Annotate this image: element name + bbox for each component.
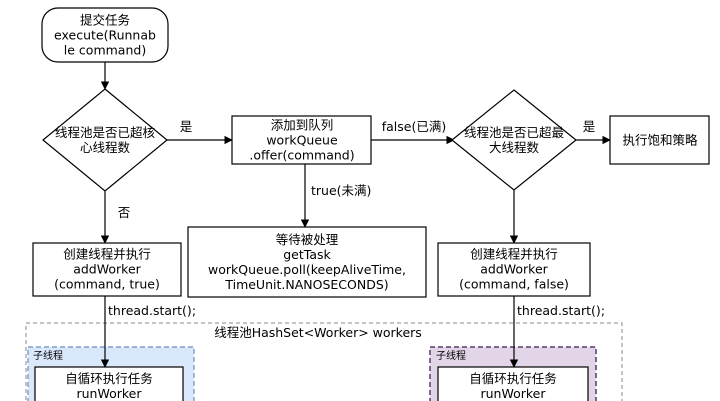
thread-pool-title: 线程池HashSet<Worker> workers [214, 325, 422, 340]
node-text-line: (command, true) [54, 277, 160, 292]
node-text-line: 线程池是否已超核 [55, 125, 156, 140]
node-text-line: 添加到队列 [271, 118, 334, 133]
node-reject-text: 执行饱和策略 [622, 133, 698, 148]
node-text-line: workQueue [266, 133, 338, 148]
node-check-core: 线程池是否已超核心线程数 [42, 88, 168, 192]
node-text-line: .offer(command) [249, 148, 354, 163]
node-check-max: 线程池是否已超最大线程数 [451, 89, 577, 191]
node-text-line: 提交任务 [80, 13, 130, 28]
label-core-no: 否 [118, 205, 131, 220]
node-text-line: getTask [283, 247, 331, 262]
node-text-line: addWorker [480, 262, 548, 277]
label-start-right: thread.start(); [517, 303, 605, 318]
node-text-line: (command, false) [459, 277, 569, 292]
node-text-line: workQueue.poll(keepAliveTime, [208, 262, 406, 277]
sub-thread-left-tag: 子线程 [33, 349, 63, 362]
node-text-line: TimeUnit.NANOSECONDS) [224, 277, 388, 292]
node-text-line: runWorker [480, 386, 546, 401]
label-start-left: thread.start(); [108, 303, 196, 318]
node-text-line: le command) [64, 43, 146, 58]
node-text-line: addWorker [73, 262, 141, 277]
edge-labels: 是 否 false(已满) true(未满) 是 thread.start();… [108, 119, 605, 318]
node-reject: 执行饱和策略 [609, 115, 710, 165]
node-text-line: 等待被处理 [276, 232, 339, 247]
edges [100, 62, 611, 368]
node-check-max-text: 线程池是否已超最大线程数 [464, 125, 565, 155]
node-text-line: 自循环执行任务 [65, 371, 153, 386]
node-text-line: 自循环执行任务 [469, 371, 557, 386]
node-text-line: execute(Runnab [54, 28, 156, 43]
node-text-line: 创建线程并执行 [63, 247, 151, 262]
label-core-yes: 是 [180, 119, 193, 134]
thread-pool-region: 线程池HashSet<Worker> workers [25, 322, 623, 401]
node-text-line: 心线程数 [80, 140, 131, 155]
node-text-line: 线程池是否已超最 [464, 125, 565, 140]
sub-thread-right-tag: 子线程 [436, 349, 466, 362]
node-text-line: 创建线程并执行 [470, 247, 558, 262]
label-max-yes: 是 [583, 119, 596, 134]
node-text-line: runWorker [76, 386, 142, 401]
label-queue-false: false(已满) [382, 119, 447, 134]
node-text-line: 大线程数 [489, 140, 540, 155]
node-text-line: 执行饱和策略 [622, 133, 698, 148]
node-check-core-text: 线程池是否已超核心线程数 [55, 125, 156, 155]
label-queue-true: true(未满) [311, 183, 371, 198]
